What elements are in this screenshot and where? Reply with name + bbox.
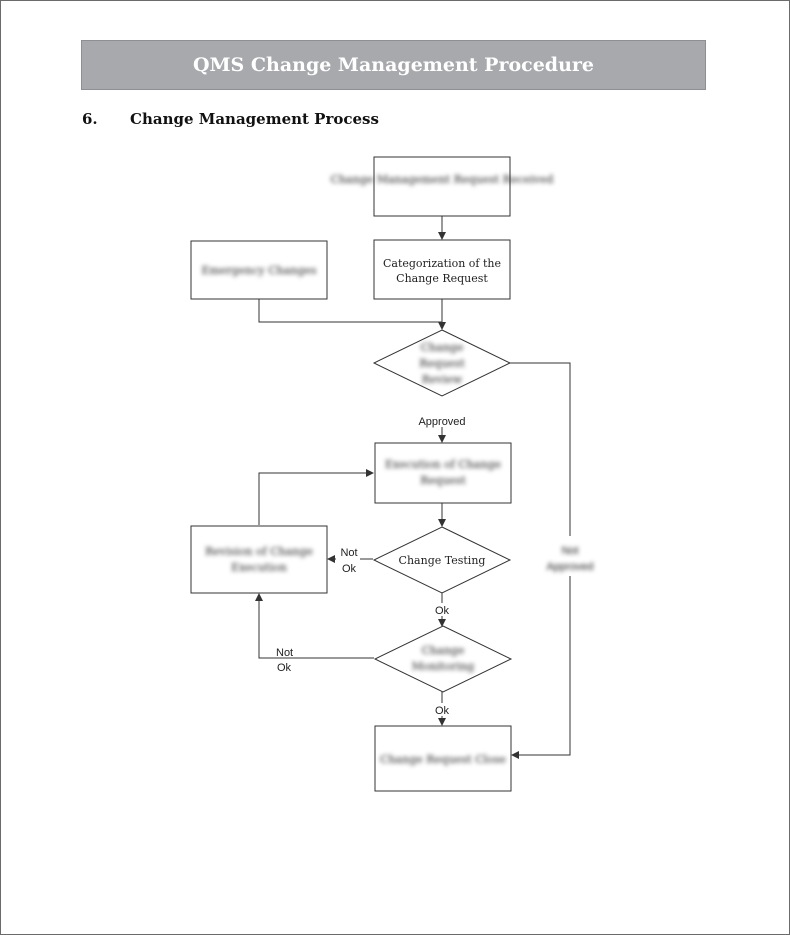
node-change-testing bbox=[372, 526, 512, 594]
node-categorization bbox=[373, 239, 511, 300]
label-monitoring-pass: Ok bbox=[435, 705, 450, 717]
node-monitoring bbox=[373, 625, 513, 693]
label-testing-pass: Ok bbox=[435, 605, 450, 617]
node-monitoring-line2: Monitoring bbox=[412, 660, 474, 673]
node-review-decision bbox=[372, 329, 512, 397]
node-review-line3: Review bbox=[422, 373, 463, 386]
line-emergency-to-review bbox=[258, 299, 442, 323]
label-bg bbox=[433, 704, 451, 716]
node-review-line1: Change bbox=[421, 341, 464, 354]
label-not-approved-line2: Approved bbox=[546, 561, 593, 573]
arrow-revision-to-execution bbox=[258, 469, 374, 525]
node-revision bbox=[190, 525, 328, 594]
node-closure bbox=[374, 725, 512, 792]
label-monitoring-ok: Ok bbox=[277, 662, 292, 674]
header-banner: QMS Change Management Procedure bbox=[81, 40, 706, 90]
label-monitoring-not: Not bbox=[276, 647, 293, 659]
label-not-approved-line1: Not bbox=[561, 545, 578, 557]
node-closure-label: Change Request Close bbox=[380, 753, 506, 766]
node-review-line2: Request bbox=[419, 357, 465, 370]
node-emergency-changes bbox=[190, 240, 328, 300]
node-revision-line2: Execution bbox=[231, 561, 287, 574]
node-emergency-changes-label: Emergency Changes bbox=[201, 264, 316, 277]
node-execution-line2: Request bbox=[420, 474, 466, 487]
node-execution-line1: Execution of Change bbox=[385, 458, 501, 471]
section-title: Change Management Process bbox=[130, 110, 379, 128]
node-revision-line1: Revision of Change bbox=[205, 545, 313, 558]
node-categorization-line2: Change Request bbox=[396, 272, 488, 285]
label-approved: Approved bbox=[418, 416, 465, 428]
node-execution bbox=[374, 442, 512, 504]
label-testing-not: Not bbox=[340, 547, 357, 559]
node-change-testing-label: Change Testing bbox=[399, 554, 486, 567]
node-categorization-line1: Categorization of the bbox=[383, 257, 501, 270]
label-testing-ok: Ok bbox=[342, 563, 357, 575]
node-request-received-label: Change Management Request Received bbox=[331, 173, 554, 186]
label-bg bbox=[544, 536, 596, 576]
node-request-received bbox=[373, 156, 511, 217]
document-title: QMS Change Management Procedure bbox=[192, 54, 595, 76]
arrow-monitoring-not-ok-to-revision bbox=[255, 593, 374, 659]
node-monitoring-line1: Change bbox=[422, 644, 465, 657]
label-bg bbox=[433, 604, 451, 616]
section-number: 6. bbox=[82, 110, 98, 128]
